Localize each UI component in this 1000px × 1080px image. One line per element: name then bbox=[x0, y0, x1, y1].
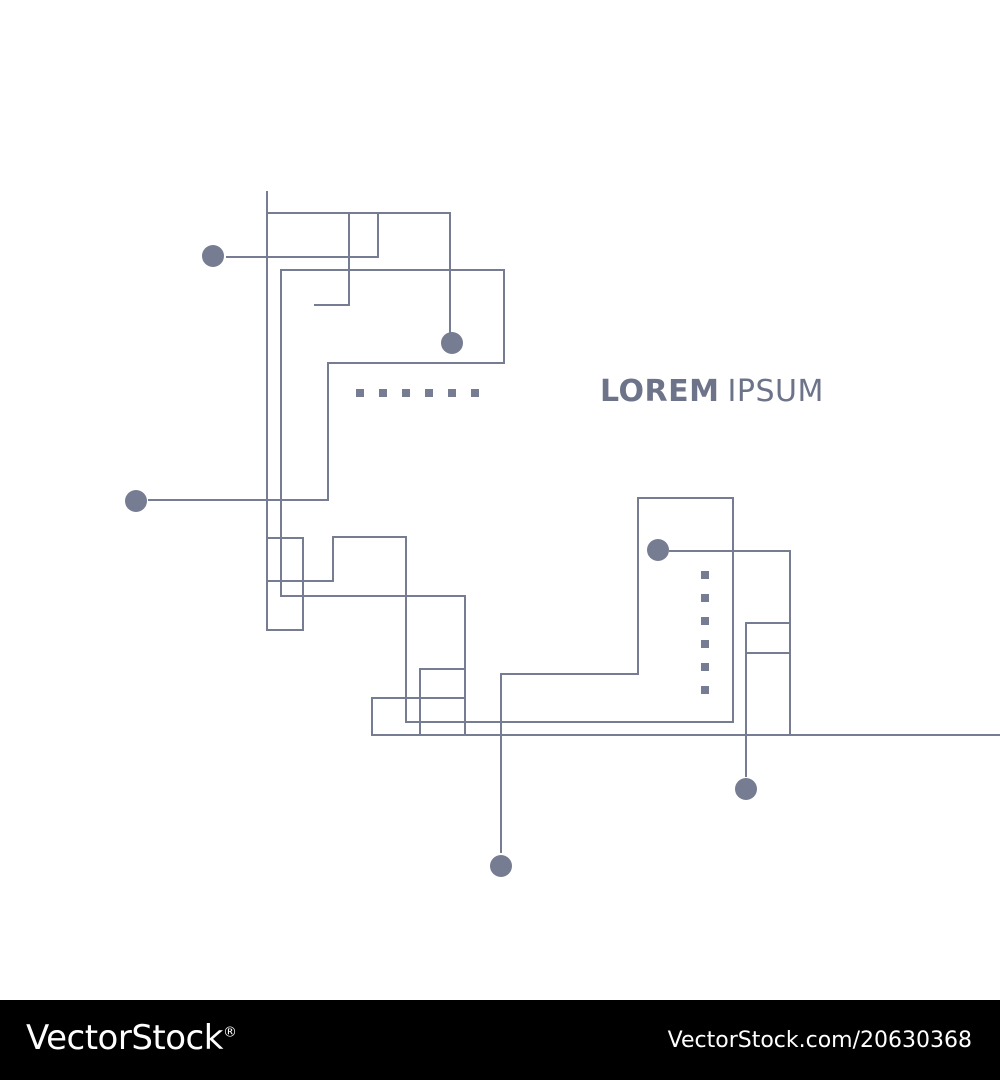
node-dot bbox=[125, 490, 147, 512]
vectorstock-logo: VectorStock® bbox=[26, 1018, 237, 1058]
node-dot bbox=[202, 245, 224, 267]
watermark-footer: VectorStock® VectorStock.com/20630368 bbox=[0, 1000, 1000, 1080]
image-url: VectorStock.com/20630368 bbox=[667, 1028, 972, 1053]
brand-name: VectorStock bbox=[26, 1018, 223, 1058]
headline-bold: LOREM bbox=[600, 374, 720, 409]
circuit-nodes bbox=[125, 245, 757, 877]
registered-mark: ® bbox=[222, 1024, 237, 1041]
node-dot bbox=[647, 539, 669, 561]
node-dot bbox=[441, 332, 463, 354]
headline-light: IPSUM bbox=[727, 374, 824, 409]
circuit-artwork bbox=[125, 191, 1000, 877]
circuit-traces bbox=[148, 191, 1000, 853]
node-dot bbox=[490, 855, 512, 877]
node-dot bbox=[735, 778, 757, 800]
square-dot-rows bbox=[356, 389, 709, 694]
